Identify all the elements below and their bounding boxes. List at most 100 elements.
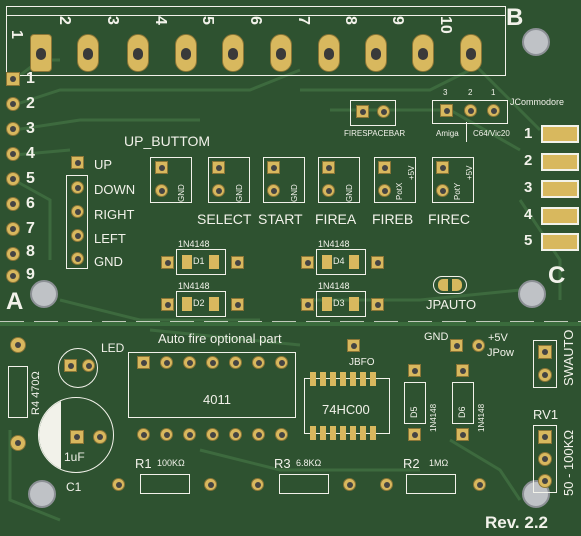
r1-pad-1[interactable]: [112, 478, 125, 491]
connector-c-pad-4[interactable]: [541, 207, 579, 225]
connector-c-pad-3[interactable]: [541, 180, 579, 198]
firea-pad-2[interactable]: [322, 184, 335, 197]
rv1-pad-2[interactable]: [538, 452, 552, 466]
d1-pad-k[interactable]: [161, 256, 174, 269]
ic-4011-pin-10[interactable]: [229, 428, 242, 441]
ic-4011-pin-11[interactable]: [206, 428, 219, 441]
connector-a-pin-4[interactable]: [6, 147, 20, 161]
ic-4011-pin-1[interactable]: [137, 356, 150, 369]
r3-pad-1[interactable]: [251, 478, 264, 491]
d6-pad-top[interactable]: [456, 364, 469, 377]
ic-4011-pin-14[interactable]: [137, 428, 150, 441]
d3-part-label: 1N4148: [318, 281, 350, 291]
jcommodore-pin-3[interactable]: [440, 104, 453, 117]
ic-4011-pin-2[interactable]: [160, 356, 173, 369]
select-pad-1[interactable]: [212, 161, 225, 174]
r4-pad-top[interactable]: [10, 337, 26, 353]
button-pad-unnamed-1[interactable]: [155, 161, 168, 174]
rv1-pad-3[interactable]: [538, 474, 552, 488]
d4-pad-k[interactable]: [301, 256, 314, 269]
ic-74hc00-pin-9: [360, 426, 366, 440]
fireb-pad-1[interactable]: [378, 161, 391, 174]
jpauto-pad-1[interactable]: [438, 279, 448, 291]
d3-pad-k[interactable]: [301, 298, 314, 311]
jpow-5v-label: +5V: [488, 332, 508, 344]
ic-4011-pin-3[interactable]: [183, 356, 196, 369]
ic-4011-pin-7[interactable]: [275, 356, 288, 369]
r2-pad-1[interactable]: [380, 478, 393, 491]
connector-b-pin-7[interactable]: [318, 34, 340, 72]
ic-4011-pin-12[interactable]: [183, 428, 196, 441]
select-pad-2[interactable]: [212, 184, 225, 197]
firec-pad-1[interactable]: [436, 161, 449, 174]
start-pad-1[interactable]: [267, 161, 280, 174]
swauto-pad-1[interactable]: [538, 345, 552, 359]
rv1-pad-1[interactable]: [538, 430, 552, 444]
connector-c-pad-5[interactable]: [541, 233, 579, 251]
up-button-pin-left[interactable]: [71, 229, 84, 242]
button-pad-unnamed-2[interactable]: [155, 184, 168, 197]
connector-c-pad-2[interactable]: [541, 153, 579, 171]
jpauto-pad-2[interactable]: [452, 279, 462, 291]
connector-b-pin-5[interactable]: [222, 34, 244, 72]
connector-a-pin-5[interactable]: [6, 172, 20, 186]
connector-b-pin-2[interactable]: [77, 34, 99, 72]
up-button-header-outline: [66, 175, 88, 269]
firec-pad-2[interactable]: [436, 184, 449, 197]
jcommodore-pin-2[interactable]: [464, 104, 477, 117]
d4-pad-a[interactable]: [371, 256, 384, 269]
d5-pad-bottom[interactable]: [408, 428, 421, 441]
connector-b-pin-8[interactable]: [365, 34, 387, 72]
up-button-pin-top[interactable]: [71, 156, 84, 169]
d1-pad-a[interactable]: [231, 256, 244, 269]
connector-a-pin-2[interactable]: [6, 97, 20, 111]
start-pad-2[interactable]: [267, 184, 280, 197]
ic-4011-pin-5[interactable]: [229, 356, 242, 369]
up-button-pin-gnd[interactable]: [71, 252, 84, 265]
c1-pad-pos[interactable]: [93, 430, 107, 444]
up-button-label-left: LEFT: [94, 231, 126, 246]
connector-b-pin-4[interactable]: [175, 34, 197, 72]
jcommodore-pin-1[interactable]: [487, 104, 500, 117]
d2-pad-k[interactable]: [161, 298, 174, 311]
ic-4011-pin-4[interactable]: [206, 356, 219, 369]
connector-a-pin-1[interactable]: [6, 72, 20, 86]
connector-b-pin-3[interactable]: [127, 34, 149, 72]
firea-pad-1[interactable]: [322, 161, 335, 174]
jpow-pad-gnd[interactable]: [450, 339, 463, 352]
ic-4011-pin-6[interactable]: [252, 356, 265, 369]
connector-a-pin-8[interactable]: [6, 247, 20, 261]
swauto-pad-2[interactable]: [538, 368, 552, 382]
connector-a-pin-3[interactable]: [6, 122, 20, 136]
led-pad-a[interactable]: [82, 359, 95, 372]
up-button-pin-down[interactable]: [71, 181, 84, 194]
start-pad-outline: [263, 157, 305, 203]
connector-c-pad-1[interactable]: [541, 125, 579, 143]
jbfo-pad[interactable]: [347, 339, 360, 352]
connector-a-pin-9[interactable]: [6, 269, 20, 283]
up-button-pin-right[interactable]: [71, 205, 84, 218]
connector-a-pin-6[interactable]: [6, 197, 20, 211]
r2-pad-2[interactable]: [473, 478, 486, 491]
r3-pad-2[interactable]: [343, 478, 356, 491]
connector-a-pin-7[interactable]: [6, 222, 20, 236]
fireb-pad-2[interactable]: [378, 184, 391, 197]
firespacebar-pin-2[interactable]: [377, 105, 390, 118]
firespacebar-pin-1[interactable]: [356, 105, 369, 118]
connector-b-pin-9[interactable]: [412, 34, 434, 72]
d5-pad-top[interactable]: [408, 364, 421, 377]
d6-pad-bottom[interactable]: [456, 428, 469, 441]
connector-b-pin-6[interactable]: [270, 34, 292, 72]
c1-pad-neg[interactable]: [70, 430, 84, 444]
connector-b-pin-10[interactable]: [460, 34, 482, 72]
ic-4011-pin-8[interactable]: [275, 428, 288, 441]
ic-4011-pin-9[interactable]: [252, 428, 265, 441]
d3-pad-a[interactable]: [371, 298, 384, 311]
r4-pad-bottom[interactable]: [10, 435, 26, 451]
ic-4011-pin-13[interactable]: [160, 428, 173, 441]
jpow-pad-5v[interactable]: [472, 339, 485, 352]
d2-pad-a[interactable]: [231, 298, 244, 311]
connector-b-pin-1[interactable]: [30, 34, 52, 72]
led-pad-k[interactable]: [64, 359, 77, 372]
r1-pad-2[interactable]: [204, 478, 217, 491]
